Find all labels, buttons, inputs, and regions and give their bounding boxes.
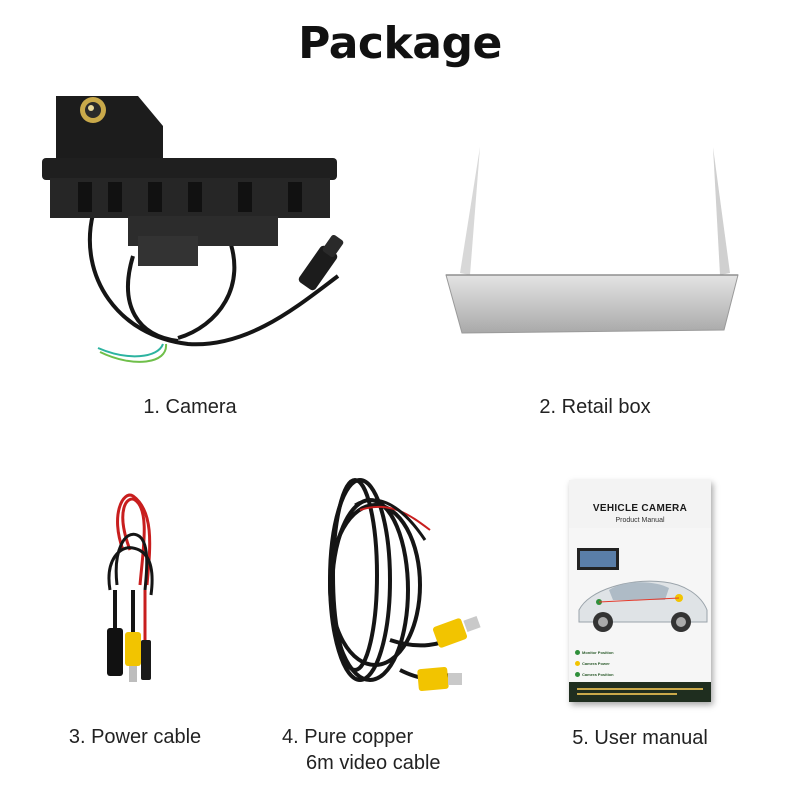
caption-retail-box: 2. Retail box	[539, 396, 651, 418]
user-manual-image: VEHICLE CAMERA Product Manual Monitor Po…	[569, 480, 711, 702]
legend-dot-icon	[575, 672, 580, 678]
manual-legend-monitor: Monitor Position	[575, 650, 614, 656]
caption-video-cable: 4. Pure copper 6m video cable	[282, 724, 482, 776]
caption-camera: 1. Camera	[143, 396, 237, 418]
manual-legend-power: Camera Power	[575, 661, 610, 667]
legend-dot-icon	[575, 650, 580, 656]
manual-subtitle: Product Manual	[615, 517, 665, 524]
caption-power-cable: 3. Power cable	[68, 726, 202, 748]
caption-user-manual: 5. User manual	[572, 727, 708, 749]
camera-image	[42, 96, 344, 363]
car-illustration	[577, 548, 708, 632]
manual-footer	[569, 682, 711, 702]
page-title: Package	[298, 18, 502, 69]
manual-title: VEHICLE CAMERA	[592, 503, 688, 514]
retail-box-image	[445, 147, 739, 334]
video-cable-image	[328, 478, 481, 692]
legend-dot-icon	[575, 661, 580, 667]
caption-video-cable-line1: 4. Pure copper	[282, 726, 414, 748]
manual-legend-camera: Camera Position	[575, 672, 614, 678]
power-cable-image	[107, 493, 154, 682]
caption-video-cable-line2: 6m video cable	[306, 752, 441, 774]
